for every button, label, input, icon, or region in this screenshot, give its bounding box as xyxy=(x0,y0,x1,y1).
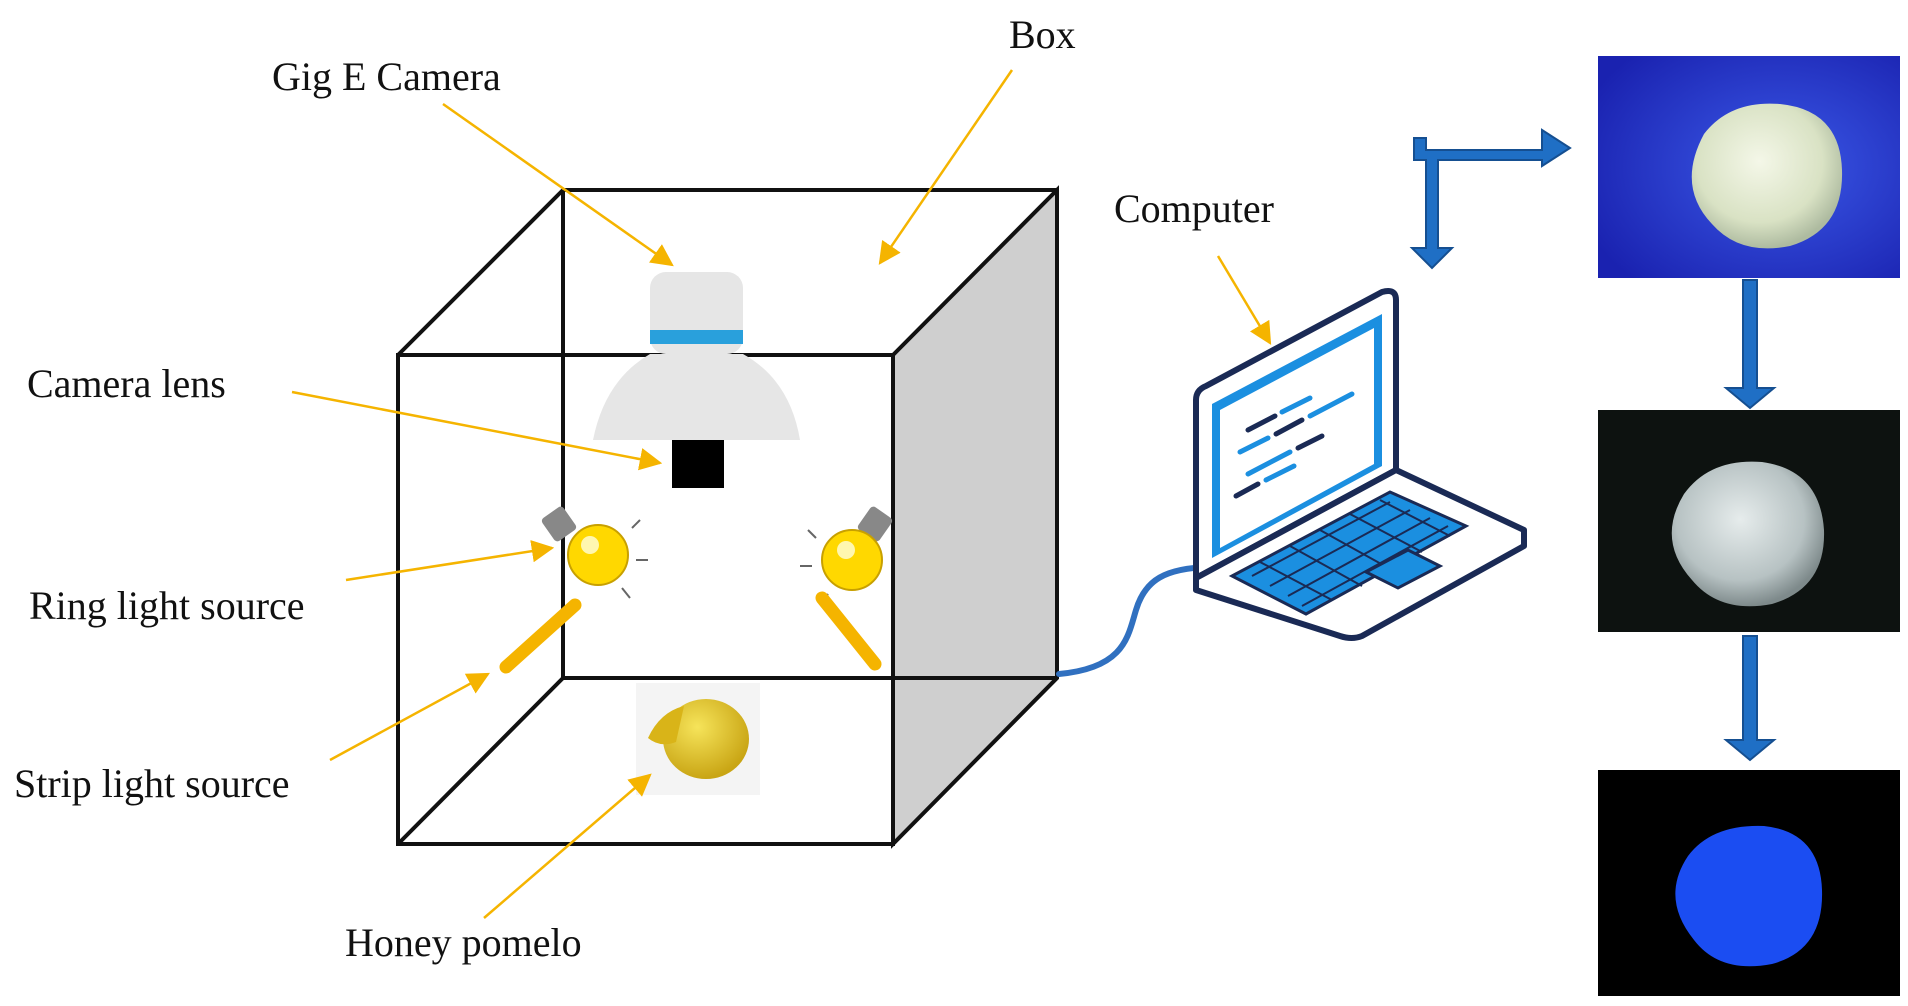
pointer-computer xyxy=(1216,255,1272,345)
box-front-face xyxy=(396,353,895,846)
pointer-arrows xyxy=(291,69,1272,919)
box-edge-bl xyxy=(396,676,565,846)
camera-icon xyxy=(593,272,800,440)
box-edge-tl xyxy=(396,188,565,357)
label-lens: Camera lens xyxy=(27,361,226,406)
pointer-lens xyxy=(291,390,663,471)
strip-light-icon xyxy=(499,598,582,674)
pointer-box xyxy=(878,69,1014,265)
pointer-camera xyxy=(442,102,674,267)
flow-arrow-split xyxy=(1409,128,1572,270)
bulb-icon xyxy=(800,506,893,605)
label-computer: Computer xyxy=(1114,186,1274,231)
segmented-image xyxy=(1598,770,1900,996)
flow-arrow-down-1 xyxy=(1723,279,1777,410)
cable xyxy=(1056,564,1213,677)
flow-arrow-down-2 xyxy=(1723,635,1777,762)
label-ring-light: Ring light source xyxy=(29,583,305,628)
label-box: Box xyxy=(1009,12,1076,57)
pointer-strip xyxy=(329,672,490,762)
pointer-fruit xyxy=(483,773,652,919)
laptop-icon xyxy=(1193,288,1527,641)
lens-icon xyxy=(672,440,724,488)
flow-arrows xyxy=(1409,128,1777,762)
pomelo-icon xyxy=(636,683,760,795)
bulb-icon xyxy=(541,506,648,599)
box xyxy=(396,185,1059,849)
label-camera: Gig E Camera xyxy=(272,54,501,99)
pointer-ring xyxy=(345,539,555,582)
box-side-face xyxy=(891,185,1059,849)
label-strip-light: Strip light source xyxy=(14,761,290,806)
strip-light-icon xyxy=(815,591,882,671)
label-fruit: Honey pomelo xyxy=(345,920,582,965)
grayscale-image xyxy=(1598,410,1900,632)
raw-image xyxy=(1598,56,1900,278)
